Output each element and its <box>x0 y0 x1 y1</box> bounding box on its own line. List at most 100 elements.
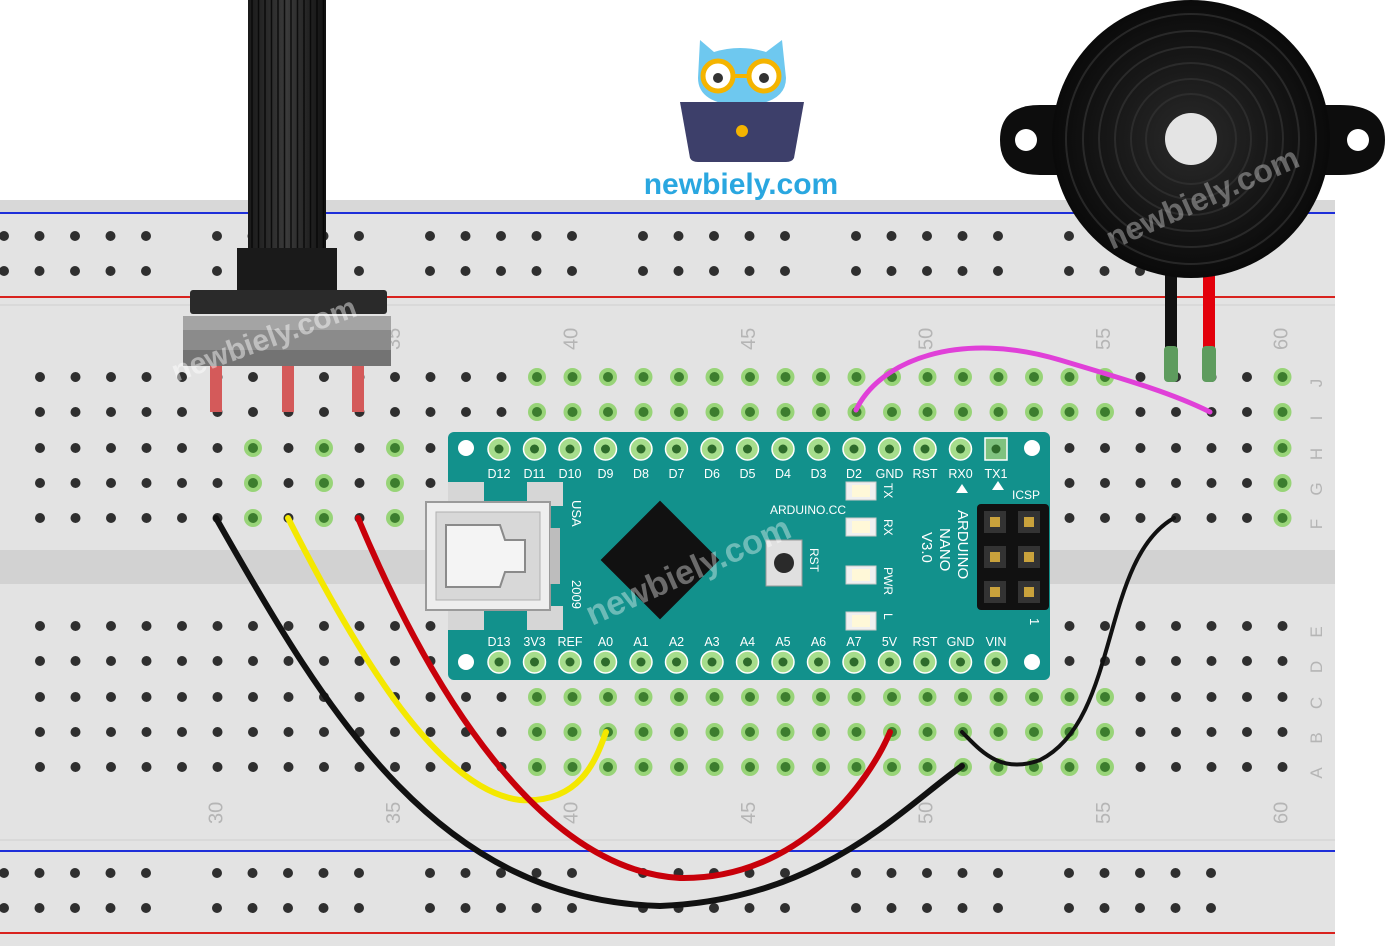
column-number: 60 <box>1271 328 1293 350</box>
terminal-hole <box>425 762 436 772</box>
rail-hole <box>318 903 329 913</box>
terminal-hole <box>390 656 400 666</box>
terminal-hole <box>35 372 45 382</box>
rail-hole <box>212 868 222 878</box>
terminal-hole <box>212 762 223 772</box>
terminal-hole <box>106 478 116 488</box>
terminal-hole <box>319 513 329 523</box>
rail-hole <box>425 266 435 276</box>
rail-hole <box>283 903 293 913</box>
terminal-hole <box>993 407 1004 417</box>
terminal-hole <box>1242 443 1252 453</box>
rail-hole <box>141 903 151 913</box>
terminal-hole <box>248 407 258 417</box>
terminal-hole <box>1029 727 1039 737</box>
terminal-hole <box>709 692 720 702</box>
row-letter: G <box>1307 482 1326 495</box>
terminal-hole <box>141 621 152 631</box>
terminal-hole <box>177 407 187 417</box>
terminal-hole <box>496 727 507 737</box>
led-label: RX <box>881 519 895 536</box>
terminal-hole <box>106 443 116 453</box>
terminal-hole <box>638 372 649 382</box>
nano-pin-label-top: D3 <box>811 467 827 481</box>
rail-hole <box>1064 266 1074 276</box>
rail-hole <box>567 231 577 241</box>
terminal-hole <box>993 727 1004 737</box>
rail-hole <box>1170 868 1181 878</box>
rail-hole <box>354 903 364 913</box>
rail-hole <box>531 231 542 241</box>
terminal-hole <box>922 727 933 737</box>
led-label: TX <box>881 483 895 498</box>
pot-pin-middle <box>282 366 294 412</box>
terminal-hole <box>1135 478 1146 488</box>
terminal-hole <box>177 727 187 737</box>
terminal-hole <box>1206 621 1217 631</box>
model-label-line2: NANO <box>936 528 953 571</box>
terminal-hole <box>1242 621 1252 631</box>
nano-pin-label-bottom: VIN <box>986 635 1007 649</box>
terminal-hole <box>1100 762 1110 772</box>
terminal-hole <box>70 513 81 523</box>
rail-hole <box>673 266 684 276</box>
terminal-hole <box>283 656 294 666</box>
pot-pin-left <box>210 366 222 412</box>
terminal-hole <box>248 513 258 523</box>
terminal-hole <box>638 727 649 737</box>
terminal-hole <box>1206 656 1217 666</box>
column-number: 45 <box>738 328 760 350</box>
terminal-hole <box>106 621 116 631</box>
terminal-hole <box>461 407 471 417</box>
rail-hole <box>673 231 684 241</box>
rail-hole <box>318 868 329 878</box>
terminal-hole <box>1171 478 1181 488</box>
wire-magenta-d2-buzzer <box>853 345 1213 415</box>
rail-hole <box>34 868 45 878</box>
terminal-hole <box>70 372 81 382</box>
terminal-hole <box>1135 513 1146 523</box>
rail-hole <box>141 266 151 276</box>
terminal-hole <box>177 656 187 666</box>
terminal-hole <box>603 692 613 702</box>
rail-hole <box>34 266 45 276</box>
terminal-hole <box>319 621 329 631</box>
terminal-hole <box>248 372 258 382</box>
column-number: 45 <box>738 802 760 824</box>
terminal-hole <box>496 407 507 417</box>
row-letter: C <box>1307 697 1326 709</box>
brand-label: ARDUINO.CC <box>770 503 846 517</box>
terminal-hole <box>1206 727 1217 737</box>
rail-hole <box>993 903 1003 913</box>
terminal-hole <box>816 407 826 417</box>
rail-hole <box>567 868 577 878</box>
terminal-hole <box>1064 513 1075 523</box>
terminal-hole <box>603 407 613 417</box>
rail-hole <box>780 868 790 878</box>
terminal-hole <box>780 762 791 772</box>
terminal-hole <box>461 372 471 382</box>
terminal-hole <box>390 443 400 453</box>
nano-pin-label-bottom: A5 <box>775 635 790 649</box>
rail-hole <box>744 231 755 241</box>
rst-button-label: RST <box>807 548 821 573</box>
wire-black-buzzer-gnd <box>960 516 1176 767</box>
led-label: L <box>881 613 895 620</box>
terminal-hole <box>141 478 152 488</box>
row-letter: B <box>1307 732 1326 743</box>
rail-hole <box>1135 903 1145 913</box>
terminal-hole <box>745 727 755 737</box>
rail-hole <box>1170 903 1181 913</box>
terminal-hole <box>283 621 294 631</box>
terminal-hole <box>496 692 507 702</box>
rail-hole <box>425 903 435 913</box>
icsp-pin <box>1024 552 1034 562</box>
rail-hole <box>354 868 364 878</box>
nano-pin-label-top: D4 <box>775 467 791 481</box>
terminal-hole <box>1277 513 1288 523</box>
terminal-hole <box>212 621 223 631</box>
nano-pin-label-bottom: A2 <box>669 635 684 649</box>
terminal-hole <box>922 372 933 382</box>
terminal-hole <box>177 372 187 382</box>
